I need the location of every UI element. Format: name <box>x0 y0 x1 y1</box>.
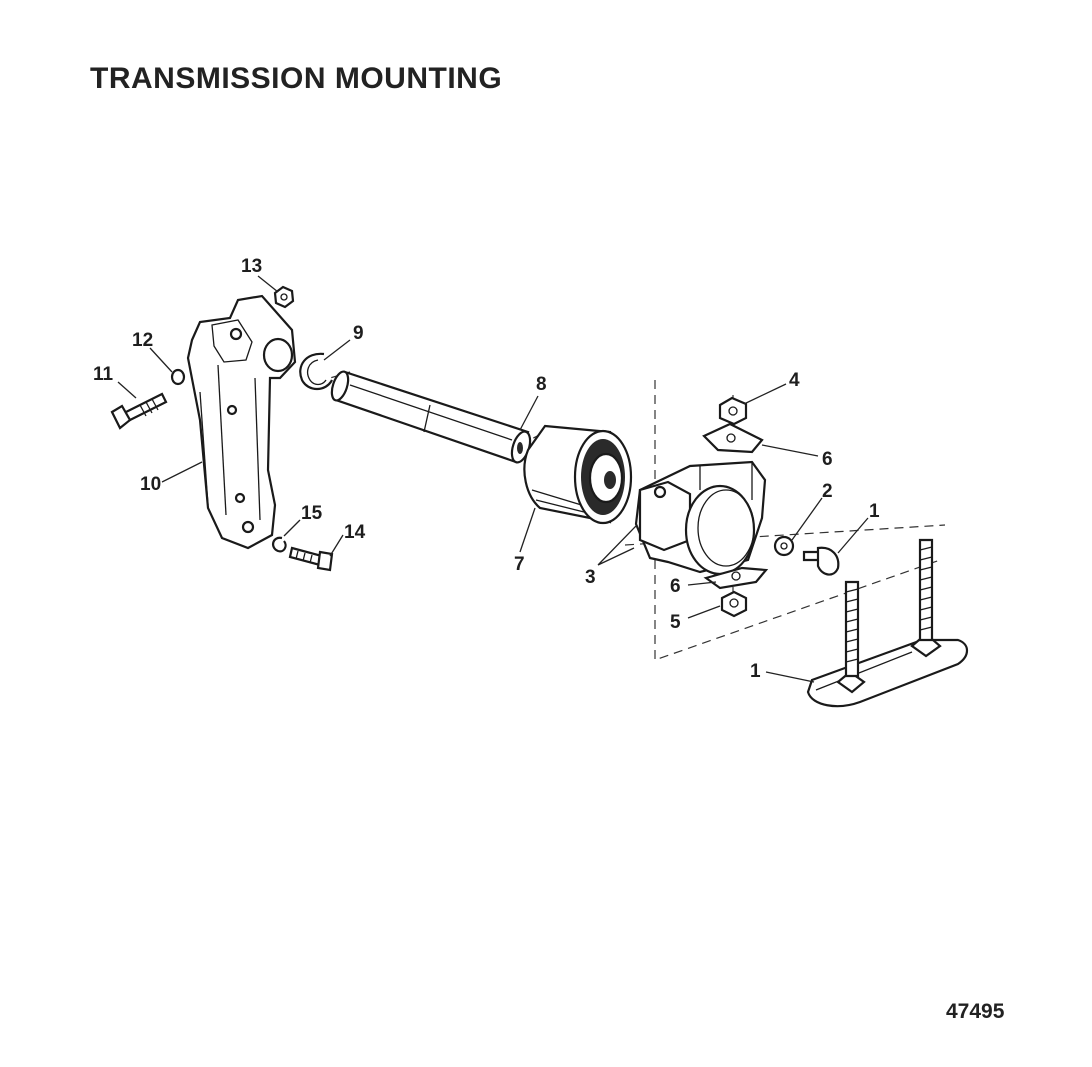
bolt-part-14 <box>288 546 334 572</box>
callout-5-upper: 4 <box>789 370 800 391</box>
callout-12: 12 <box>132 330 153 351</box>
callout-4: 3 <box>585 567 596 588</box>
mounting-bracket-part <box>186 294 297 550</box>
callout-2: 1 <box>869 501 880 522</box>
callout-11: 11 <box>93 364 114 385</box>
callout-labels: 13 12 11 9 8 10 7 15 14 3 4 6 2 1 6 5 1 <box>93 256 880 682</box>
callout-1: 1 <box>750 661 761 682</box>
callout-leaders <box>117 275 869 683</box>
lock-washer-part-12 <box>170 368 186 386</box>
nut-lower-part-5 <box>720 590 748 618</box>
bolt-part-11 <box>110 392 168 430</box>
callout-9: 9 <box>353 323 364 344</box>
nut-part-13 <box>273 285 295 309</box>
washer-part-3 <box>773 535 795 557</box>
lock-washer-part-15 <box>272 536 287 553</box>
shaft-sleeve-part-8 <box>330 370 532 464</box>
callout-15: 15 <box>301 503 323 524</box>
callout-6-upper: 6 <box>822 449 833 470</box>
diagram-title: TRANSMISSION MOUNTING <box>90 62 503 95</box>
callout-6-lower: 6 <box>670 576 681 597</box>
callout-13: 13 <box>241 256 262 277</box>
rubber-bushing-part-7 <box>523 424 633 525</box>
callout-10: 10 <box>140 474 161 495</box>
clip-plate-lower-part-6 <box>703 566 769 590</box>
nut-upper-part-5 <box>718 396 748 426</box>
callout-8: 8 <box>536 374 547 395</box>
base-plate-part-1 <box>806 538 969 708</box>
clip-plate-upper-part-6 <box>702 422 764 454</box>
figure-number: 47495 <box>946 1000 1005 1023</box>
mount-housing-part-4 <box>634 460 767 576</box>
bolt-part-2 <box>802 546 840 576</box>
callout-3: 2 <box>822 481 833 502</box>
callout-14: 14 <box>344 522 366 543</box>
callout-5-lower: 5 <box>670 612 681 633</box>
retaining-ring-part-9 <box>299 352 333 391</box>
callout-7: 7 <box>514 554 525 575</box>
